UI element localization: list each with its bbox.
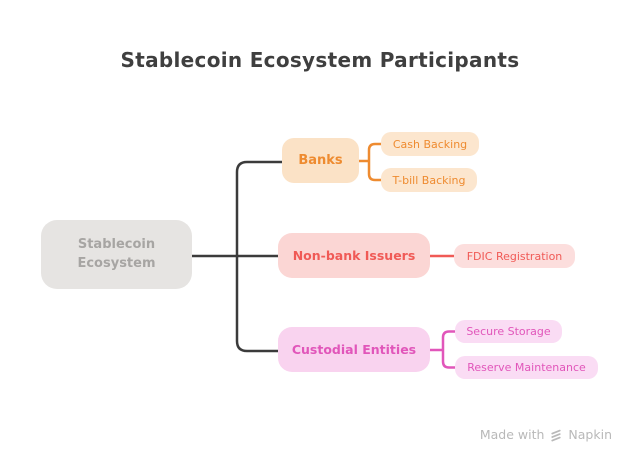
connector-banks-bracket [357,142,383,182]
node-reserve-maintenance: Reserve Maintenance [455,356,598,379]
node-stablecoin-ecosystem: Stablecoin Ecosystem [41,220,192,289]
node-cash-backing: Cash Backing [381,132,479,156]
root-label-line1: Stablecoin [77,236,156,252]
node-banks: Banks [282,138,359,183]
napkin-logo-icon [549,428,563,442]
connector-custodial-bracket [428,330,457,369]
diagram-title: Stablecoin Ecosystem Participants [120,48,520,72]
node-custodial-entities-label: Custodial Entities [291,342,417,357]
node-secure-storage: Secure Storage [455,320,562,343]
node-fdic-registration: FDIC Registration [454,244,575,268]
watermark-prefix: Made with [479,427,545,442]
node-custodial-entities: Custodial Entities [278,327,430,372]
watermark: Made with Napkin [480,427,612,442]
node-fdic-registration-label: FDIC Registration [466,249,563,263]
node-non-bank-issuers: Non-bank Issuers [278,233,430,278]
root-label-line2: Ecosystem [77,255,156,271]
node-secure-storage-label: Secure Storage [466,325,551,338]
node-cash-backing-label: Cash Backing [392,137,468,151]
node-non-bank-issuers-label: Non-bank Issuers [292,248,416,263]
node-tbill-backing-label: T-bill Backing [392,173,466,187]
connector-root-spine [235,160,284,353]
node-reserve-maintenance-label: Reserve Maintenance [467,361,586,374]
node-banks-label: Banks [298,153,343,168]
node-tbill-backing: T-bill Backing [381,168,477,192]
watermark-brand: Napkin [568,427,612,442]
